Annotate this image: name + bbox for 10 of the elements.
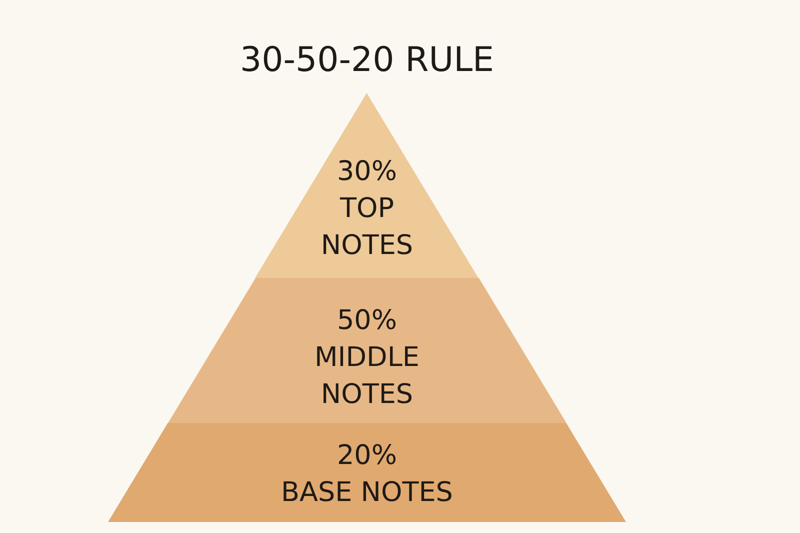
layer-label: MIDDLE NOTES xyxy=(314,341,420,412)
percentage-label: 30% xyxy=(336,155,398,189)
pyramid-tier xyxy=(168,278,566,423)
diagram-title: 30-50-20 RULE xyxy=(238,40,496,80)
layer-label: BASE NOTES xyxy=(280,476,454,510)
percentage-label: 50% xyxy=(336,304,398,338)
pyramid-tier xyxy=(108,423,626,522)
percentage-label: 20% xyxy=(336,439,398,473)
layer-label: TOP NOTES xyxy=(320,192,414,263)
pyramid-top-tier xyxy=(255,93,479,278)
